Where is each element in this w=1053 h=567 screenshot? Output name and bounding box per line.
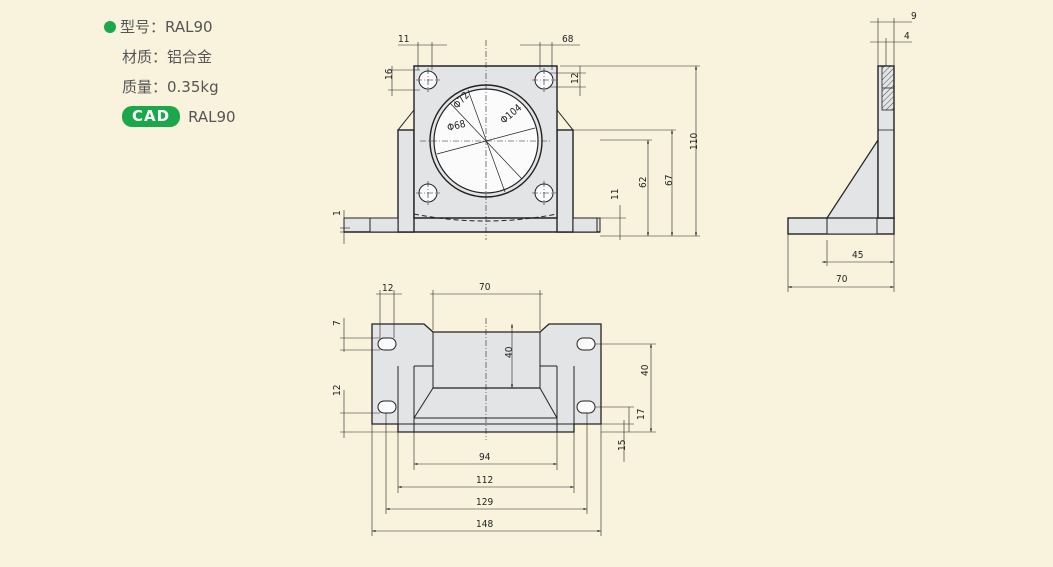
dim-plan-148: 148	[476, 519, 493, 530]
dim-front-base-11: 11	[610, 189, 621, 200]
dim-side-4: 4	[904, 31, 910, 42]
model-label: 型号：	[120, 18, 166, 36]
dim-plan-70: 70	[479, 282, 491, 293]
cad-button[interactable]: CAD	[122, 106, 181, 127]
dim-front-1: 1	[332, 210, 343, 216]
dim-front-12: 12	[570, 73, 581, 84]
dim-front-11: 11	[398, 34, 409, 45]
dim-front-67: 67	[664, 175, 675, 186]
dim-side-9: 9	[911, 11, 917, 22]
material-row: 材质：铝合金	[122, 48, 213, 66]
dim-plan-7: 7	[332, 320, 343, 326]
dim-side-70: 70	[836, 274, 848, 285]
dim-front-16: 16	[384, 68, 395, 80]
cad-model-label: RAL90	[188, 107, 236, 126]
dim-front-110: 110	[689, 133, 700, 150]
dim-plan-112: 112	[476, 475, 493, 486]
dim-plan-40: 40	[640, 364, 651, 376]
dim-plan-depth-40: 40	[504, 346, 515, 358]
dim-plan-129: 129	[476, 497, 493, 508]
plan-outline	[371, 323, 602, 433]
plan-view	[340, 290, 656, 536]
dim-dia-68: Φ68	[446, 119, 467, 134]
green-dot-icon	[104, 21, 116, 33]
front-view	[340, 40, 700, 244]
dim-front-68: 68	[562, 34, 574, 45]
weight-row: 质量：0.35kg	[122, 78, 219, 96]
side-dimensions: 9 4 45 70	[836, 11, 917, 285]
spec-panel: 型号：RAL90 材质：铝合金 质量：0.35kg CAD RAL90	[104, 14, 236, 127]
side-view	[787, 18, 912, 292]
dim-plan-15: 15	[617, 440, 628, 451]
dim-plan-17: 17	[636, 409, 647, 420]
dim-side-45: 45	[852, 250, 863, 261]
dim-plan-12: 12	[382, 283, 393, 294]
dim-plan-h12: 12	[332, 385, 343, 396]
dim-front-62: 62	[638, 177, 649, 188]
dim-plan-94: 94	[479, 452, 491, 463]
model-row: 型号：RAL90	[104, 14, 236, 44]
model-value: RAL90	[165, 18, 213, 36]
cad-row: CAD RAL90	[104, 106, 236, 127]
plan-dimensions: 12 70 7 12 40 40 17 15 94 112 129 148	[332, 282, 651, 530]
